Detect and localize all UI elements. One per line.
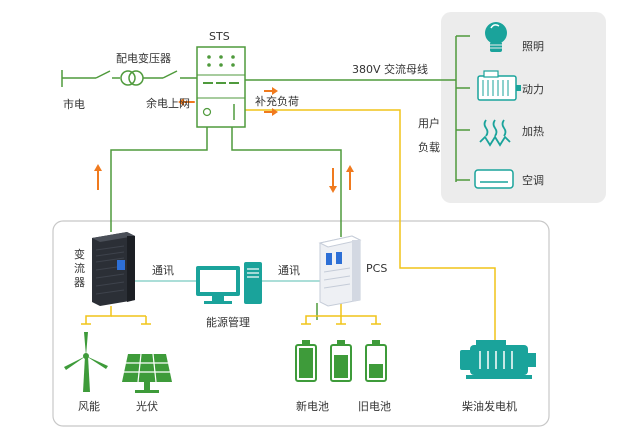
microgrid-frame	[52, 220, 550, 427]
pcs-cabinet	[318, 235, 362, 307]
solar-label: 光伏	[136, 399, 158, 413]
solar-panel-icon	[122, 353, 172, 393]
air-conditioner-icon	[474, 169, 514, 189]
pcs-label: PCS	[366, 262, 387, 275]
comm-label-left: 通讯	[152, 264, 174, 277]
heating-label: 加热	[522, 125, 544, 138]
converter-cabinet	[92, 232, 135, 306]
new-battery-icon-2	[330, 340, 352, 382]
load-bus	[455, 35, 470, 182]
converter-label-2: 流	[74, 261, 85, 275]
converter-label-1: 变	[74, 247, 85, 261]
new-battery-label: 新电池	[296, 399, 329, 413]
ems-monitor-icon	[196, 262, 262, 304]
wind-label: 风能	[78, 399, 100, 413]
sts-label: STS	[209, 30, 230, 43]
old-battery-icon	[365, 340, 387, 382]
old-battery-label: 旧电池	[358, 400, 391, 413]
user-load-label-2: 负载	[418, 140, 440, 154]
grid-switch	[95, 70, 111, 79]
transformer-icon	[120, 70, 144, 86]
control-lines	[85, 109, 496, 345]
power-lines	[62, 77, 456, 320]
power-label: 动力	[522, 83, 544, 96]
comm-label-right: 通讯	[278, 264, 300, 277]
sts-switch	[162, 70, 178, 79]
wind-turbine-icon	[64, 332, 108, 392]
lightbulb-icon	[485, 22, 507, 52]
motor-icon	[477, 70, 521, 101]
sts-cabinet	[196, 46, 246, 128]
load-panel	[441, 12, 606, 203]
air-conditioning-label: 空调	[522, 173, 544, 187]
heating-icon	[479, 119, 511, 147]
lighting-label: 照明	[522, 40, 544, 53]
supplement-load-label: 补充负荷	[255, 94, 299, 108]
converter-label-3: 器	[74, 276, 85, 289]
transformer-label: 配电变压器	[116, 51, 171, 65]
new-battery-icon-1	[295, 340, 317, 382]
diesel-generator-icon	[460, 340, 536, 379]
grid-label: 市电	[63, 97, 85, 111]
diesel-generator-label: 柴油发电机	[462, 399, 517, 413]
ac-bus-label: 380V 交流母线	[352, 62, 428, 76]
user-load-label-1: 用户	[418, 116, 440, 130]
ems-label: 能源管理	[206, 315, 250, 329]
flow-arrows	[94, 87, 354, 193]
surplus-to-grid-label: 余电上网	[146, 96, 190, 110]
